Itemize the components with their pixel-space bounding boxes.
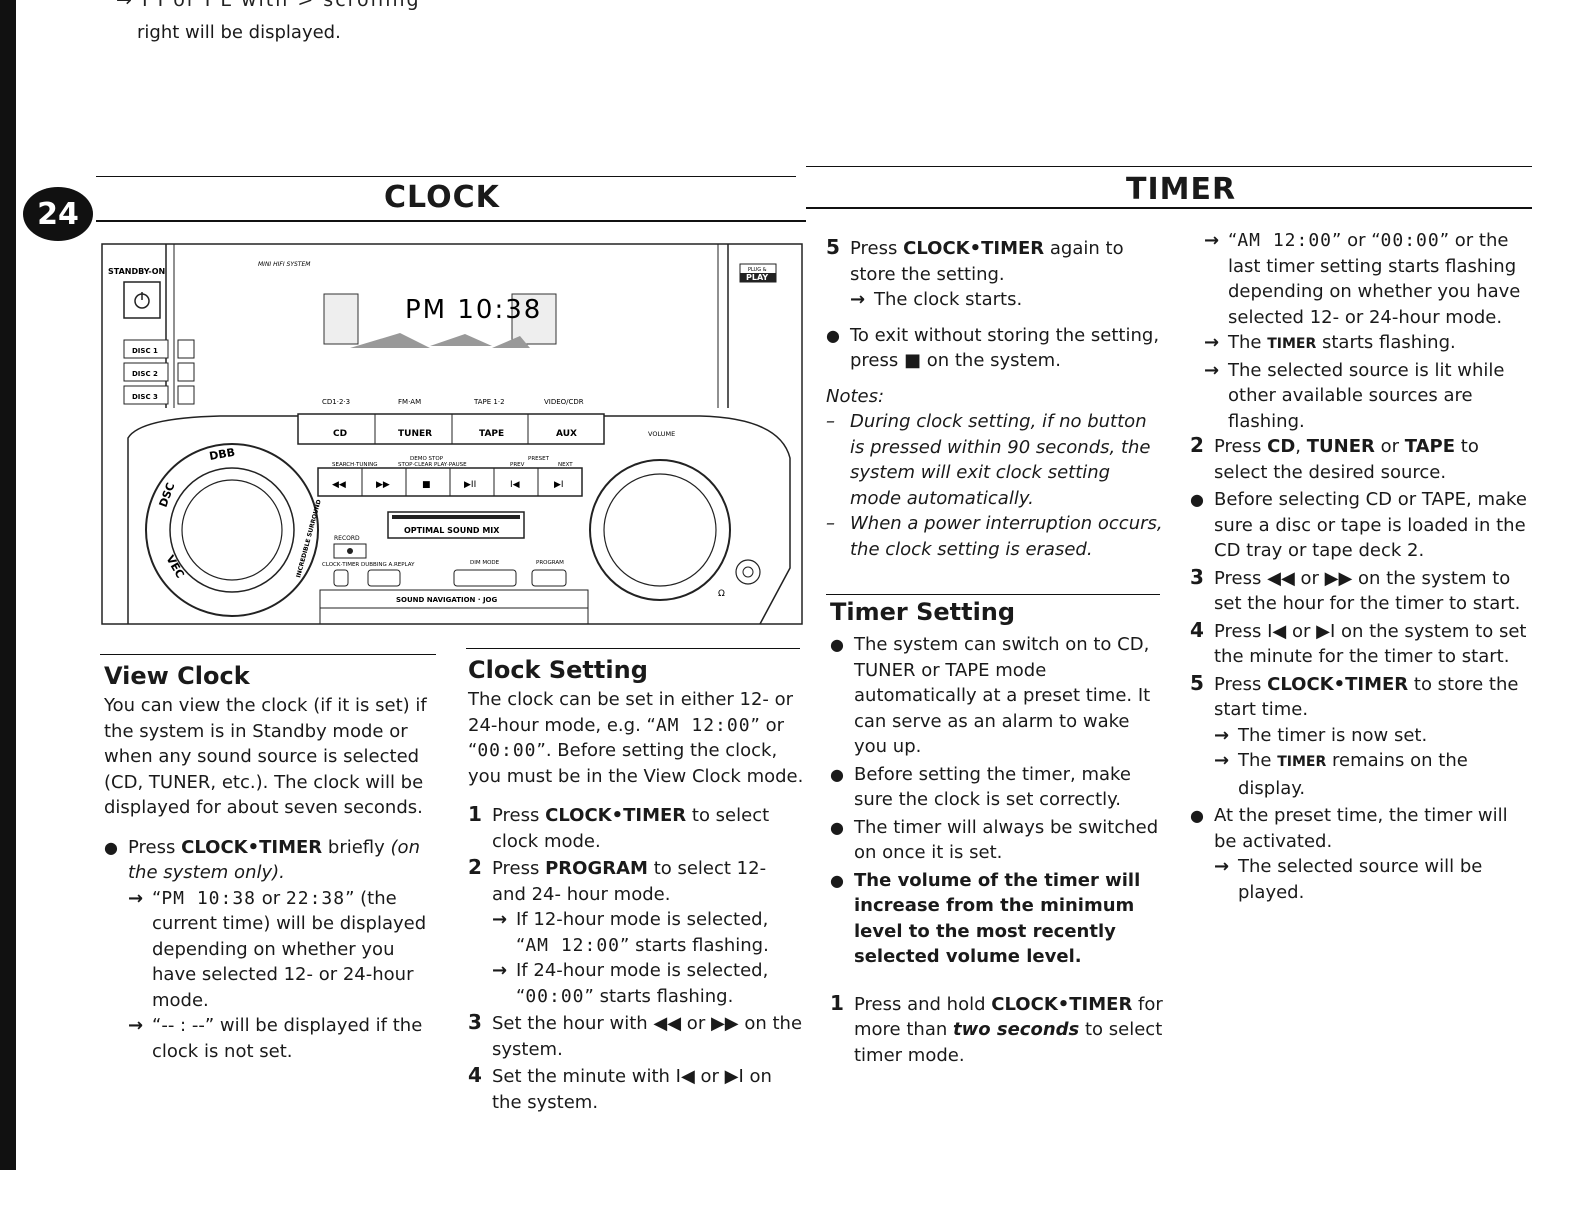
timer-step-5-arrow-1: →The timer is now set. (1214, 724, 1428, 746)
clock-step-2-arrow-1: →If 12-hour mode is selected, “AM 12:00”… (492, 909, 769, 956)
timer-setting-rule (826, 594, 1160, 595)
svg-text:CLOCK·TIMER DUBBING A.REPLAY: CLOCK·TIMER DUBBING A.REPLAY (322, 562, 415, 568)
page-number-badge: 24 (23, 187, 93, 241)
disc1-label: DISC 1 (132, 347, 158, 355)
svg-text:VIDEO/CDR: VIDEO/CDR (544, 398, 584, 406)
header-rule-bottom-right (806, 207, 1532, 209)
svg-text:VEC: VEC (163, 553, 186, 580)
svg-text:▶I: ▶I (554, 480, 564, 490)
timer-step-2: 2 Press CD, TUNER or TAPE to select the … (1190, 433, 1479, 483)
disc2-label: DISC 2 (132, 370, 158, 378)
brand-label: MINI HIFI SYSTEM (258, 261, 311, 268)
view-clock-arrow-2: →“-- : --” will be displayed if the cloc… (128, 1015, 423, 1062)
device-illustration: STANDBY-ON DISC 1 DISC 2 DISC 3 MINI HIF… (101, 243, 803, 625)
svg-text:▶▶: ▶▶ (376, 480, 390, 490)
timer-arrow-1: →“AM 12:00” or “00:00” or the last timer… (1204, 230, 1521, 328)
continued-text: right will be displayed. (137, 22, 341, 43)
svg-text:CD: CD (333, 429, 347, 439)
clock-step-2-arrow-2: →If 24-hour mode is selected, “00:00” st… (492, 960, 769, 1007)
clock-step-1: 1 Press CLOCK•TIMER to select clock mode… (468, 802, 770, 852)
view-clock-arrow-1: →“PM 10:38 or 22:38” (the current time) … (128, 887, 427, 1011)
svg-text:PLUG &: PLUG & (748, 267, 767, 273)
svg-text:DEMO STOP: DEMO STOP (410, 456, 444, 462)
timer-preset-bullet: ●At the preset time, the timer will be a… (1190, 803, 1532, 905)
clock-setting-intro: The clock can be set in either 12- or 24… (468, 689, 804, 787)
exit-bullet: ●To exit without storing the setting, pr… (826, 324, 1160, 372)
timer-bullet-4: ●The volume of the timer will increase f… (830, 869, 1141, 968)
timer-column-right: →“AM 12:00” or “00:00” or the last timer… (1190, 228, 1532, 907)
svg-text:PRESET: PRESET (528, 456, 550, 462)
svg-text:SOUND NAVIGATION · JOG: SOUND NAVIGATION · JOG (396, 596, 498, 604)
svg-text:RECORD: RECORD (334, 535, 360, 542)
view-clock-intro: You can view the clock (if it is set) if… (104, 695, 427, 818)
svg-text:DIM MODE: DIM MODE (470, 560, 500, 566)
section-title-clock: CLOCK (384, 180, 500, 215)
notes-title: Notes: (826, 385, 885, 407)
disc3-label: DISC 3 (132, 393, 158, 401)
clock-setting-column: The clock can be set in either 12- or 24… (468, 687, 804, 1117)
note-1: –During clock setting, if no button is p… (826, 411, 1151, 509)
display-readout: PM 10:38 (405, 295, 542, 325)
clock-step-2: 2 Press PROGRAM to select 12- and 24- ho… (468, 855, 804, 1009)
svg-text:I◀: I◀ (510, 480, 520, 490)
note-2: –When a power interruption occurs, the c… (826, 513, 1163, 560)
clock-timer-key: CLOCK•TIMER (181, 836, 323, 858)
svg-text:■: ■ (422, 480, 431, 490)
timer-arrow-2: →The TIMER starts flashing. (1204, 332, 1456, 353)
cut-off-line: → I I or I L with > scrolling (116, 0, 421, 11)
header-rule-top-left (96, 176, 796, 177)
view-clock-rule (100, 654, 436, 655)
timer-bullet-3: ●The timer will always be switched on on… (830, 816, 1159, 864)
svg-text:PLAY: PLAY (746, 273, 768, 282)
timer-setting-column: ●The system can switch on to CD, TUNER o… (830, 632, 1166, 1070)
svg-text:CD1·2·3: CD1·2·3 (322, 398, 350, 406)
timer-arrow-3: →The selected source is lit while other … (1204, 359, 1505, 432)
timer-preset-arrow: →The selected source will be played. (1214, 856, 1483, 903)
svg-text:▶II: ▶II (464, 480, 476, 490)
timer-step-1: 1 Press and hold CLOCK•TIMER for more th… (830, 990, 1163, 1066)
header-rule-top-right (806, 166, 1532, 167)
svg-text:SEARCH·TUNING: SEARCH·TUNING (332, 462, 378, 468)
clock-setting-rule (466, 648, 800, 649)
timer-column-middle: 5 Press CLOCK•TIMER again to store the s… (826, 235, 1166, 562)
timer-step-5: 5 Press CLOCK•TIMER to store the start t… (1190, 671, 1532, 802)
header-rule-bottom-left (96, 220, 806, 222)
svg-text:TUNER: TUNER (398, 429, 432, 439)
svg-text:PROGRAM: PROGRAM (536, 560, 564, 566)
view-clock-column: You can view the clock (if it is set) if… (104, 693, 442, 1066)
view-clock-heading: View Clock (104, 662, 250, 690)
timer-bullet-1: ●The system can switch on to CD, TUNER o… (830, 634, 1151, 757)
svg-text:STOP·CLEAR PLAY·PAUSE: STOP·CLEAR PLAY·PAUSE (398, 462, 467, 468)
timer-step-5-arrow-2: →The TIMER remains on the display. (1214, 750, 1468, 799)
svg-text:OPTIMAL SOUND MIX: OPTIMAL SOUND MIX (404, 526, 500, 535)
section-title-timer: TIMER (1126, 172, 1237, 207)
clock-setting-heading: Clock Setting (468, 656, 648, 684)
clock-step-5: 5 Press CLOCK•TIMER again to store the s… (826, 235, 1166, 313)
clock-step-5-arrow: →The clock starts. (850, 289, 1023, 310)
svg-text:TAPE 1·2: TAPE 1·2 (473, 398, 505, 406)
svg-text:DBB: DBB (208, 446, 236, 463)
timer-before-bullet: ●Before selecting CD or TAPE, make sure … (1190, 489, 1527, 561)
timer-bullet-2: ●Before setting the timer, make sure the… (830, 763, 1131, 811)
view-clock-bullet: ● Press CLOCK•TIMER briefly (on the syst… (104, 835, 442, 1065)
svg-text:TAPE: TAPE (479, 429, 504, 439)
svg-text:VOLUME: VOLUME (648, 430, 675, 438)
svg-text:AUX: AUX (556, 429, 577, 439)
svg-text:NEXT: NEXT (558, 462, 573, 468)
svg-text:◀◀: ◀◀ (332, 480, 346, 490)
svg-text:PREV: PREV (510, 462, 525, 468)
timer-setting-heading: Timer Setting (830, 598, 1016, 626)
svg-text:FM·AM: FM·AM (398, 398, 421, 406)
binding-edge (0, 0, 16, 1170)
standby-label: STANDBY-ON (108, 267, 165, 276)
svg-text:Ω: Ω (718, 589, 725, 599)
